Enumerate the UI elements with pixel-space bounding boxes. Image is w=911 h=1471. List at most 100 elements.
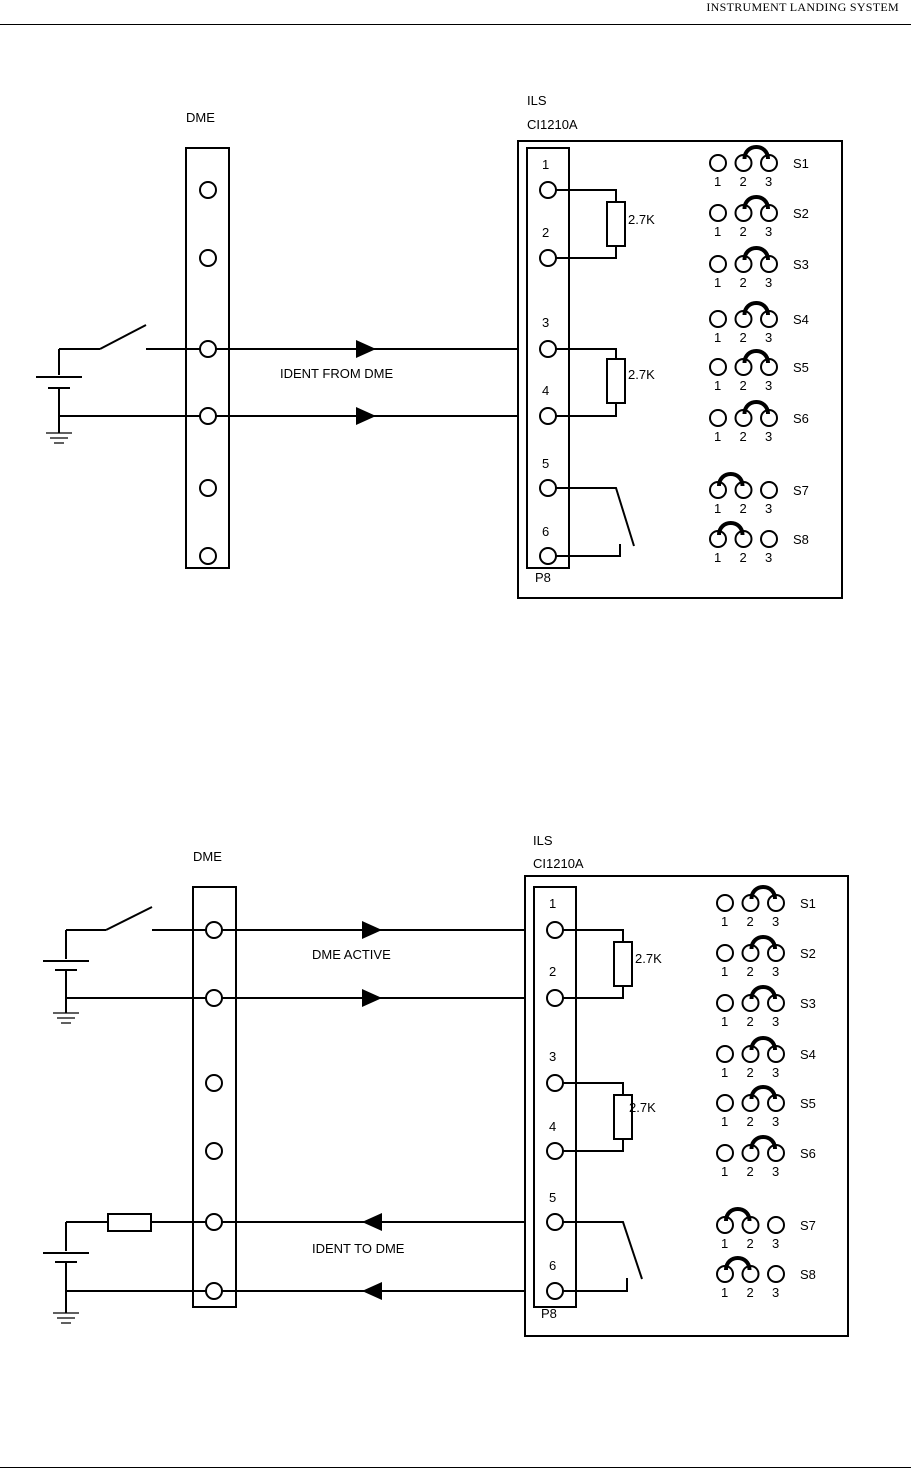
jumper-pin-label: 2 — [740, 550, 747, 565]
jumper-pin — [710, 410, 726, 426]
jumper-pin-label: 2 — [740, 330, 747, 345]
load-resistor — [108, 1214, 151, 1231]
dme-terminal — [206, 1214, 222, 1230]
p8-pin — [547, 922, 563, 938]
jumper-pin-label: 3 — [765, 501, 772, 516]
jumper-pin — [717, 945, 733, 961]
jumper-pin-label: 3 — [772, 1236, 779, 1251]
pin-label: 3 — [549, 1049, 556, 1064]
jumper-pin-label: 3 — [765, 429, 772, 444]
p8-pin — [540, 480, 556, 496]
jumper-pin-label: 2 — [747, 1236, 754, 1251]
dme-terminal — [200, 408, 216, 424]
connector-label: P8 — [541, 1306, 557, 1321]
switch-name: S5 — [793, 360, 809, 375]
open-switch — [106, 907, 152, 930]
arrow-right — [362, 921, 382, 939]
p8-pin — [540, 548, 556, 564]
jumper-pin — [717, 1095, 733, 1111]
jumper-pin — [710, 311, 726, 327]
source-circuit-active — [43, 907, 206, 1023]
jumper-pin-label: 1 — [721, 1065, 728, 1080]
jumper-pin-label: 2 — [740, 174, 747, 189]
resistor-1 — [607, 202, 625, 246]
switch-name: S4 — [800, 1047, 816, 1062]
p8-pin — [540, 250, 556, 266]
pin-label: 2 — [549, 964, 556, 979]
jumper-pin — [710, 359, 726, 375]
switch-name: S2 — [793, 206, 809, 221]
switch-name: S4 — [793, 312, 809, 327]
jumper-pin — [768, 1217, 784, 1233]
jumper-pin-label: 1 — [721, 1164, 728, 1179]
jumper-pin-label: 1 — [721, 964, 728, 979]
diagram-1-ident-from-dme: DME — [36, 93, 842, 598]
dme-terminal — [200, 548, 216, 564]
p8-pin — [547, 1283, 563, 1299]
dme-terminal — [200, 182, 216, 198]
dme-terminal — [206, 1075, 222, 1091]
switch-name: S1 — [800, 896, 816, 911]
jumper-pin-label: 1 — [714, 550, 721, 565]
jumper-pin-label: 2 — [740, 429, 747, 444]
jumper-pin-label: 2 — [747, 914, 754, 929]
dme-label: DME — [193, 849, 222, 864]
jumper-pin-label: 3 — [772, 1164, 779, 1179]
p8-pin — [547, 1214, 563, 1230]
jumper-pin-label: 1 — [721, 914, 728, 929]
dme-terminal — [206, 1143, 222, 1159]
switch-name: S8 — [800, 1267, 816, 1282]
resistor-2-value: 2.7K — [629, 1100, 656, 1115]
arrow-right — [362, 989, 382, 1007]
jumper-pin — [710, 205, 726, 221]
jumper-pin — [710, 155, 726, 171]
dme-terminal-strip — [193, 887, 236, 1307]
switch-name: S7 — [800, 1218, 816, 1233]
pin-label: 5 — [549, 1190, 556, 1205]
ils-label: ILS — [533, 833, 553, 848]
switch-name: S5 — [800, 1096, 816, 1111]
switch-name: S3 — [800, 996, 816, 1011]
arrow-right — [356, 340, 376, 358]
open-switch — [100, 325, 146, 349]
jumper-pin-label: 1 — [721, 1236, 728, 1251]
jumper-pin-label: 1 — [714, 330, 721, 345]
dme-terminal — [206, 1283, 222, 1299]
jumper-pin-label: 3 — [772, 964, 779, 979]
jumper-pin — [710, 256, 726, 272]
p8-pin — [540, 182, 556, 198]
source-circuit — [36, 325, 200, 443]
pin-label: 6 — [549, 1258, 556, 1273]
jumper-pin-label: 3 — [772, 1065, 779, 1080]
ground-symbol — [46, 433, 72, 443]
pin-label: 4 — [542, 383, 549, 398]
resistor-1 — [614, 942, 632, 986]
jumper-pin-label: 2 — [740, 275, 747, 290]
jumper-pin — [761, 531, 777, 547]
jumper-pin-label: 2 — [747, 1164, 754, 1179]
pin-label: 6 — [542, 524, 549, 539]
dme-terminal — [206, 990, 222, 1006]
pin-label: 3 — [542, 315, 549, 330]
jumper-pin-label: 3 — [765, 330, 772, 345]
jumper-pin-label: 3 — [765, 378, 772, 393]
jumper-pin-label: 3 — [765, 275, 772, 290]
source-circuit-ident — [43, 1214, 206, 1323]
switch-name: S7 — [793, 483, 809, 498]
signal-label-active: DME ACTIVE — [312, 947, 391, 962]
arrow-left — [362, 1282, 382, 1300]
p8-pin — [540, 341, 556, 357]
jumper-pin-label: 2 — [747, 1014, 754, 1029]
jumper-pin-label: 2 — [747, 1065, 754, 1080]
switch-name: S8 — [793, 532, 809, 547]
dme-terminal-strip — [186, 148, 229, 568]
jumper-pin-label: 1 — [721, 1114, 728, 1129]
jumper-pin-label: 2 — [747, 1114, 754, 1129]
connector-label: P8 — [535, 570, 551, 585]
switch-name: S3 — [793, 257, 809, 272]
jumper-pin-label: 1 — [721, 1285, 728, 1300]
jumper-pin — [717, 895, 733, 911]
jumper-pin-label: 1 — [714, 501, 721, 516]
switch-name: S6 — [793, 411, 809, 426]
